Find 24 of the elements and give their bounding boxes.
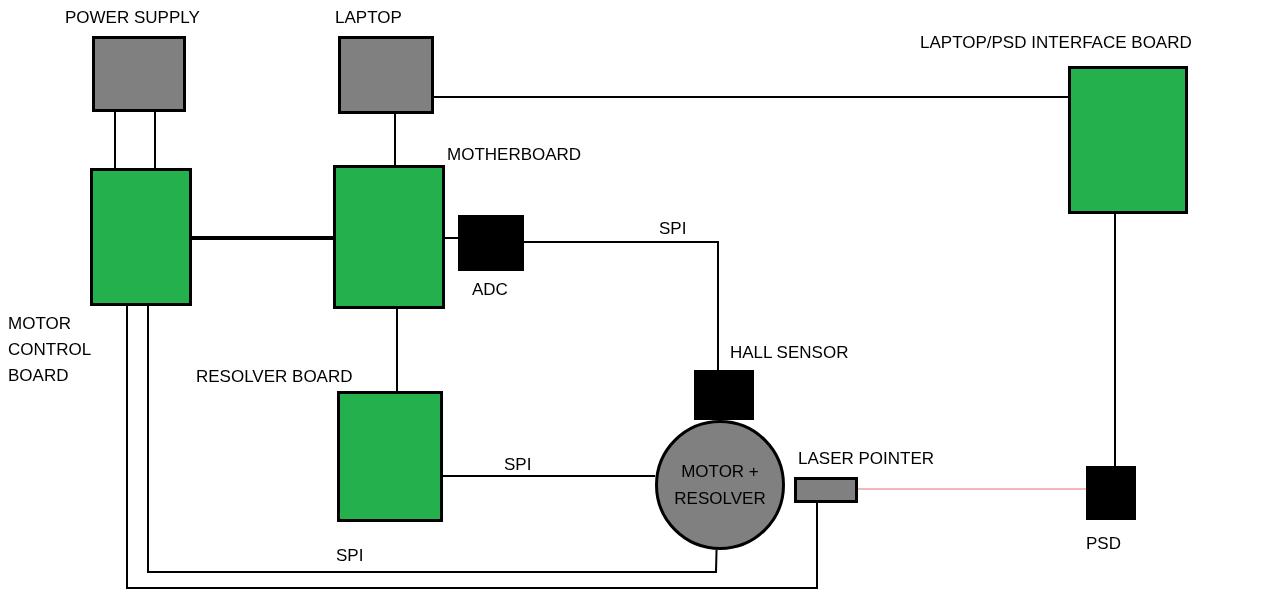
wire — [857, 488, 1087, 490]
node-heading: MOTOR CONTROL BOARD — [8, 313, 92, 387]
wire — [154, 111, 156, 169]
wire — [433, 96, 1069, 98]
node-label: MOTOR + RESOLVER — [673, 461, 767, 510]
wire — [444, 237, 459, 239]
node-heading: POWER SUPPLY — [65, 7, 200, 29]
wire — [192, 236, 333, 240]
wire — [394, 113, 396, 166]
node-heading: MOTHERBOARD — [447, 144, 582, 166]
node-heading: LAPTOP — [335, 7, 402, 29]
node-heading: PSD — [1086, 533, 1121, 555]
spi-wire — [523, 241, 719, 371]
node-heading: ADC — [472, 279, 508, 301]
wire — [126, 305, 818, 589]
node-heading: LASER POINTER — [798, 448, 935, 470]
node-heading: RESOLVER BOARD — [196, 366, 353, 388]
wire — [1114, 213, 1116, 467]
spi-wire — [442, 475, 657, 477]
wire — [114, 111, 116, 169]
node-heading: LAPTOP/PSD INTERFACE BOARD — [920, 32, 1192, 54]
spi-wire — [147, 305, 718, 573]
wire — [396, 308, 398, 392]
node-heading: HALL SENSOR — [730, 342, 849, 364]
